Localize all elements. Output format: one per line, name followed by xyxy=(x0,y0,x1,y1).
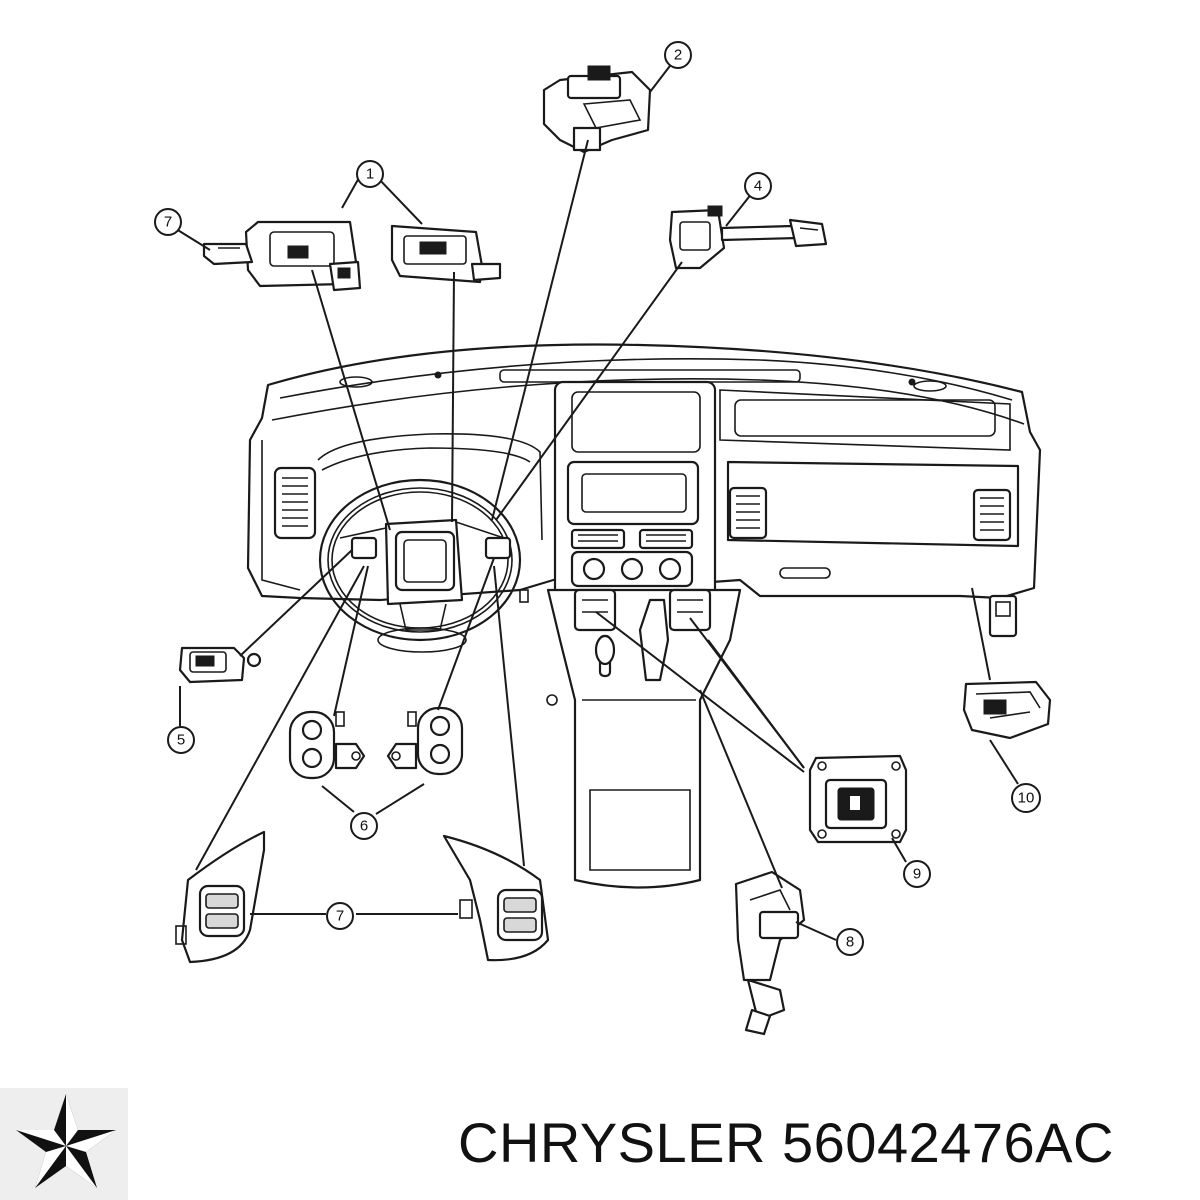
callout-5-label: 5 xyxy=(177,732,185,749)
callout-2: 2 xyxy=(664,41,692,69)
part-4-multifunction-switch xyxy=(668,205,828,270)
callout-4-label: 4 xyxy=(754,178,762,195)
callout-7-top: 7 xyxy=(154,208,182,236)
callout-6: 6 xyxy=(350,812,378,840)
callout-9: 9 xyxy=(903,860,931,888)
callout-8-label: 8 xyxy=(846,934,854,951)
part-6-steering-wheel-switches xyxy=(288,706,464,780)
part-5-switch xyxy=(178,646,262,684)
callout-9-label: 9 xyxy=(913,866,921,883)
callout-7-bottom: 7 xyxy=(326,902,354,930)
part-9-seat-switch xyxy=(808,754,908,844)
callout-5: 5 xyxy=(167,726,195,754)
part-1-left-module xyxy=(202,220,362,292)
callout-1: 1 xyxy=(356,160,384,188)
callout-2-label: 2 xyxy=(674,47,682,64)
part-2-switch-module xyxy=(542,65,652,154)
part-7-left-steering-switch xyxy=(175,830,266,964)
part-10-module xyxy=(962,680,1052,740)
part-8-bracket-switch xyxy=(734,870,806,1036)
chrysler-pentastar-icon xyxy=(0,1088,128,1200)
instrument-panel xyxy=(246,343,1042,889)
brand-maker: CHRYSLER xyxy=(458,1111,766,1174)
leader-lines xyxy=(167,57,1019,941)
part-1-right-module xyxy=(390,224,502,284)
callout-10: 10 xyxy=(1011,783,1041,813)
callout-7-top-label: 7 xyxy=(164,214,172,231)
callout-10-label: 10 xyxy=(1018,790,1035,807)
callout-4: 4 xyxy=(744,172,772,200)
callout-6-label: 6 xyxy=(360,818,368,835)
callout-1-label: 1 xyxy=(366,166,374,183)
part-7-right-steering-switch xyxy=(442,834,550,962)
callout-8: 8 xyxy=(836,928,864,956)
callout-7-bottom-label: 7 xyxy=(336,908,344,925)
brand-part-number: 56042476AC xyxy=(782,1111,1114,1174)
brand-part-label: CHRYSLER 56042476AC xyxy=(458,1110,1114,1175)
